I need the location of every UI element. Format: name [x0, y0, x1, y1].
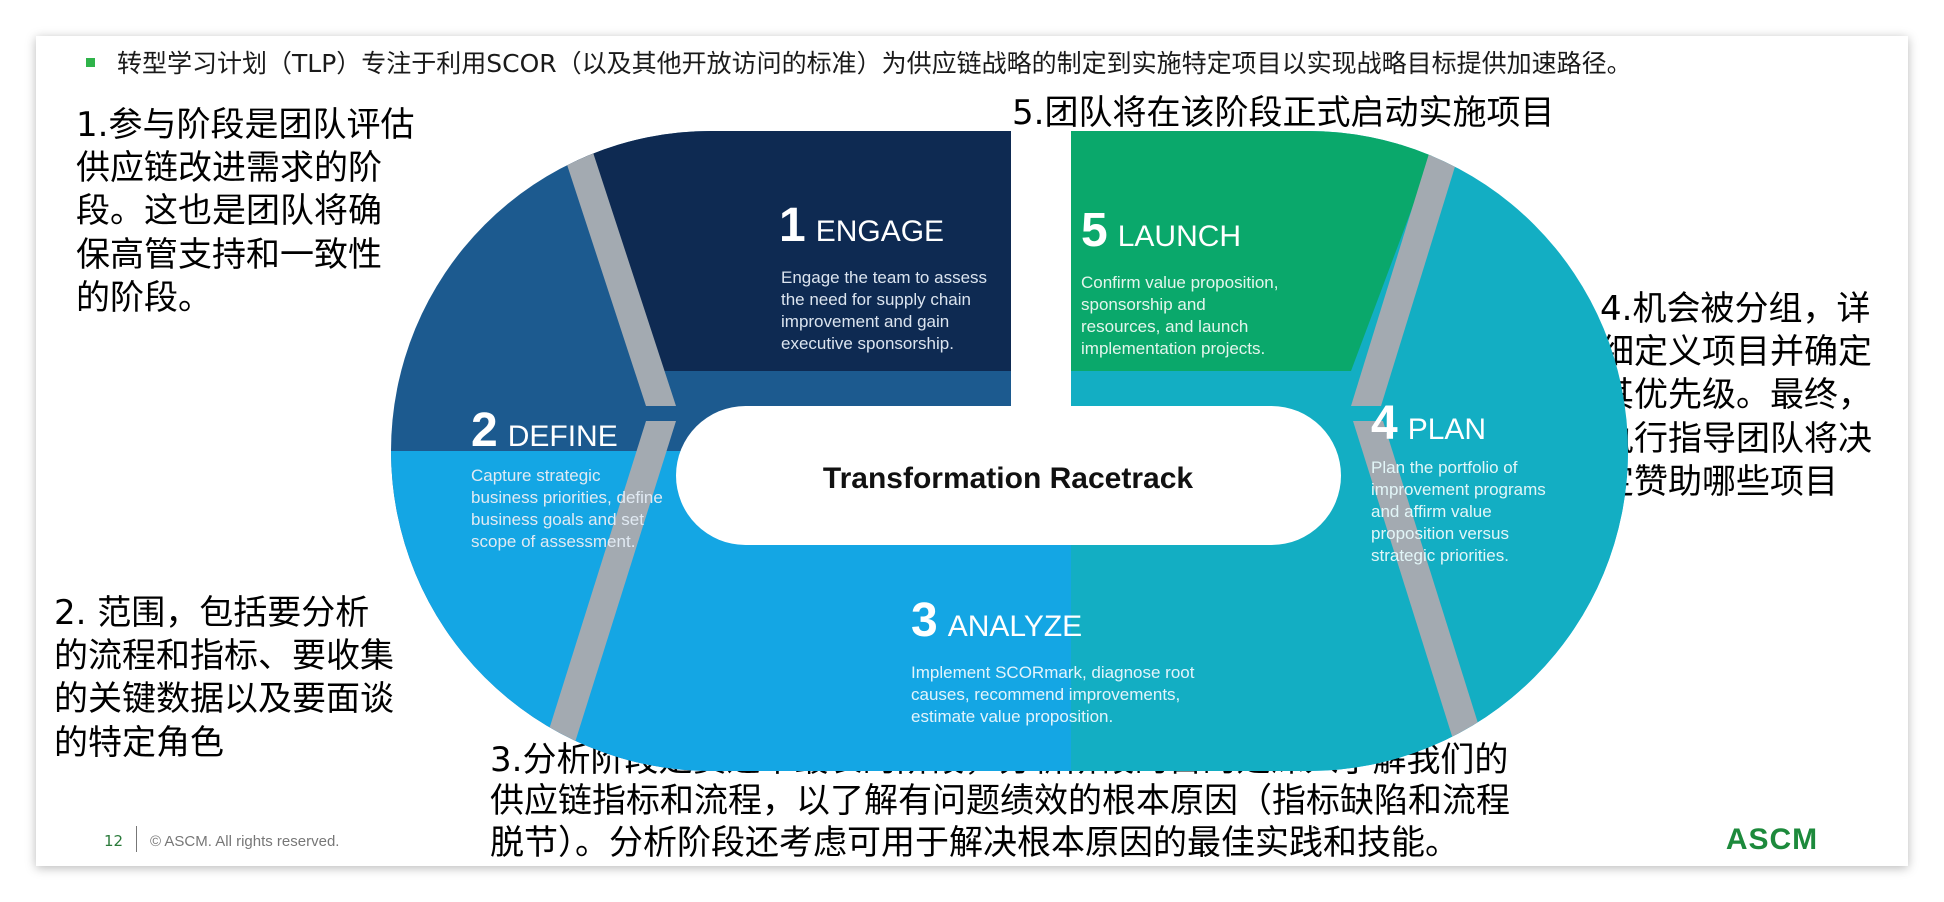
stage-analyze-title: 3 ANALYZE — [911, 594, 1082, 647]
note-line: 供应链改进需求的阶 — [76, 148, 382, 189]
note-line: 5.团队将在该阶段正式启动实施项目 — [1012, 93, 1555, 133]
stage-launch-name: LAUNCH — [1118, 220, 1241, 253]
stage-engage-title: 1 ENGAGE — [779, 199, 944, 252]
note-define: 2. 范围，包括要分析 的流程和指标、要收集 的关键数据以及要面谈 的特定角色 — [54, 592, 394, 765]
stage-analyze-desc-3: estimate value proposition. — [911, 707, 1113, 726]
stage-analyze-desc-2: causes, recommend improvements, — [911, 685, 1180, 704]
stage-launch-segment — [1071, 131, 1441, 371]
stage-plan-name: PLAN — [1408, 413, 1486, 446]
note-line: 执行指导团队将决 — [1600, 418, 1872, 459]
copyright-text: © ASCM. All rights reserved. — [150, 833, 340, 850]
stage-define-desc-3: business goals and set — [471, 510, 644, 529]
stage-launch-desc-4: implementation projects. — [1081, 339, 1265, 358]
page-number: 12 — [104, 832, 124, 850]
note-line: 细定义项目并确定 — [1600, 332, 1872, 373]
stage-define-title: 2 DEFINE — [471, 404, 618, 457]
note-line: 的特定角色 — [54, 722, 224, 763]
stage-plan-desc-1: Plan the portfolio of — [1371, 458, 1518, 477]
stage-plan-title: 4 PLAN — [1371, 397, 1486, 450]
note-line: 的阶段。 — [76, 277, 212, 318]
footer-divider — [136, 826, 137, 852]
stage-define-number: 2 — [471, 404, 498, 457]
note-line: 的流程和指标、要收集 — [54, 636, 394, 677]
stage-engage-desc-3: improvement and gain — [781, 312, 949, 331]
ascm-logo: ASCM — [1726, 823, 1818, 856]
stage-engage-desc-2: the need for supply chain — [781, 290, 971, 309]
ascm-logo-text: ASCM — [1726, 823, 1818, 856]
stage-engage-segment — [566, 131, 1011, 371]
note-line: 供应链指标和流程，以了解有问题绩效的根本原因（指标缺陷和流程 — [490, 781, 1510, 822]
stage-define-desc-4: scope of assessment. — [471, 532, 635, 551]
stage-define-desc-2: business priorities, define — [471, 488, 663, 507]
stage-analyze-desc-1: Implement SCORmark, diagnose root — [911, 663, 1195, 682]
stage-launch-title: 5 LAUNCH — [1081, 204, 1241, 257]
note-launch: 5.团队将在该阶段正式启动实施项目 — [1012, 92, 1554, 135]
note-engage: 1.参与阶段是团队评估 供应链改进需求的阶 段。这也是团队将确 保高管支持和一致… — [76, 104, 414, 320]
stage-plan-desc-5: strategic priorities. — [1371, 546, 1509, 565]
stage-launch-desc-3: resources, and launch — [1081, 317, 1248, 336]
header-bullet-text: 转型学习计划（TLP）专注于利用SCOR（以及其他开放访问的标准）为供应链战略的… — [117, 49, 1632, 78]
note-line: 保高管支持和一致性 — [76, 234, 382, 275]
note-line: 2. 范围，包括要分析 — [54, 593, 370, 633]
stage-analyze-name: ANALYZE — [948, 610, 1083, 643]
stage-engage-desc-1: Engage the team to assess — [781, 268, 987, 287]
stage-plan-desc-3: and affirm value — [1371, 502, 1492, 521]
transformation-racetrack-diagram: Transformation Racetrack 1 ENGAGE Engage … — [391, 131, 1628, 771]
stage-engage-number: 1 — [779, 199, 806, 252]
stage-engage-desc-4: executive sponsorship. — [781, 334, 954, 353]
divider-define-analyze — [536, 421, 676, 771]
note-line: 段。这也是团队将确 — [76, 191, 382, 232]
stage-launch-number: 5 — [1081, 204, 1108, 257]
divider-launch-plan — [1351, 131, 1466, 406]
note-line: 的关键数据以及要面谈 — [54, 679, 394, 720]
slide: 转型学习计划（TLP）专注于利用SCOR（以及其他开放访问的标准）为供应链战略的… — [36, 36, 1908, 866]
stage-launch-desc-2: sponsorship and — [1081, 295, 1206, 314]
note-line: 1.参与阶段是团队评估 — [76, 105, 415, 145]
stage-plan-desc-2: improvement programs — [1371, 480, 1546, 499]
stage-define-desc-1: Capture strategic — [471, 466, 601, 485]
stage-define-name: DEFINE — [508, 420, 618, 453]
stage-analyze-number: 3 — [911, 594, 938, 647]
divider-engage-define — [556, 131, 676, 406]
stage-launch-desc-1: Confirm value proposition, — [1081, 273, 1278, 292]
center-label: Transformation Racetrack — [823, 462, 1193, 495]
note-line: 4.机会被分组，详 — [1600, 289, 1871, 329]
note-line: 其优先级。最终， — [1600, 375, 1872, 416]
note-line: 脱节）。分析阶段还考虑可用于解决根本原因的最佳实践和技能。 — [490, 822, 1459, 863]
stage-plan-number: 4 — [1371, 397, 1398, 450]
center-pill — [676, 406, 1341, 545]
header-bullet: 转型学习计划（TLP）专注于利用SCOR（以及其他开放访问的标准）为供应链战略的… — [86, 44, 1632, 80]
bullet-square-icon — [86, 57, 95, 67]
note-plan: 4.机会被分组，详 细定义项目并确定 其优先级。最终， 执行指导团队将决 定赞助… — [1600, 288, 1872, 504]
gap-engage-launch — [1011, 131, 1071, 421]
divider-plan-analyze — [1353, 421, 1493, 771]
note-line: 定赞助哪些项目 — [1600, 461, 1838, 502]
stage-engage-name: ENGAGE — [816, 215, 944, 248]
stage-plan-desc-4: proposition versus — [1371, 524, 1509, 543]
